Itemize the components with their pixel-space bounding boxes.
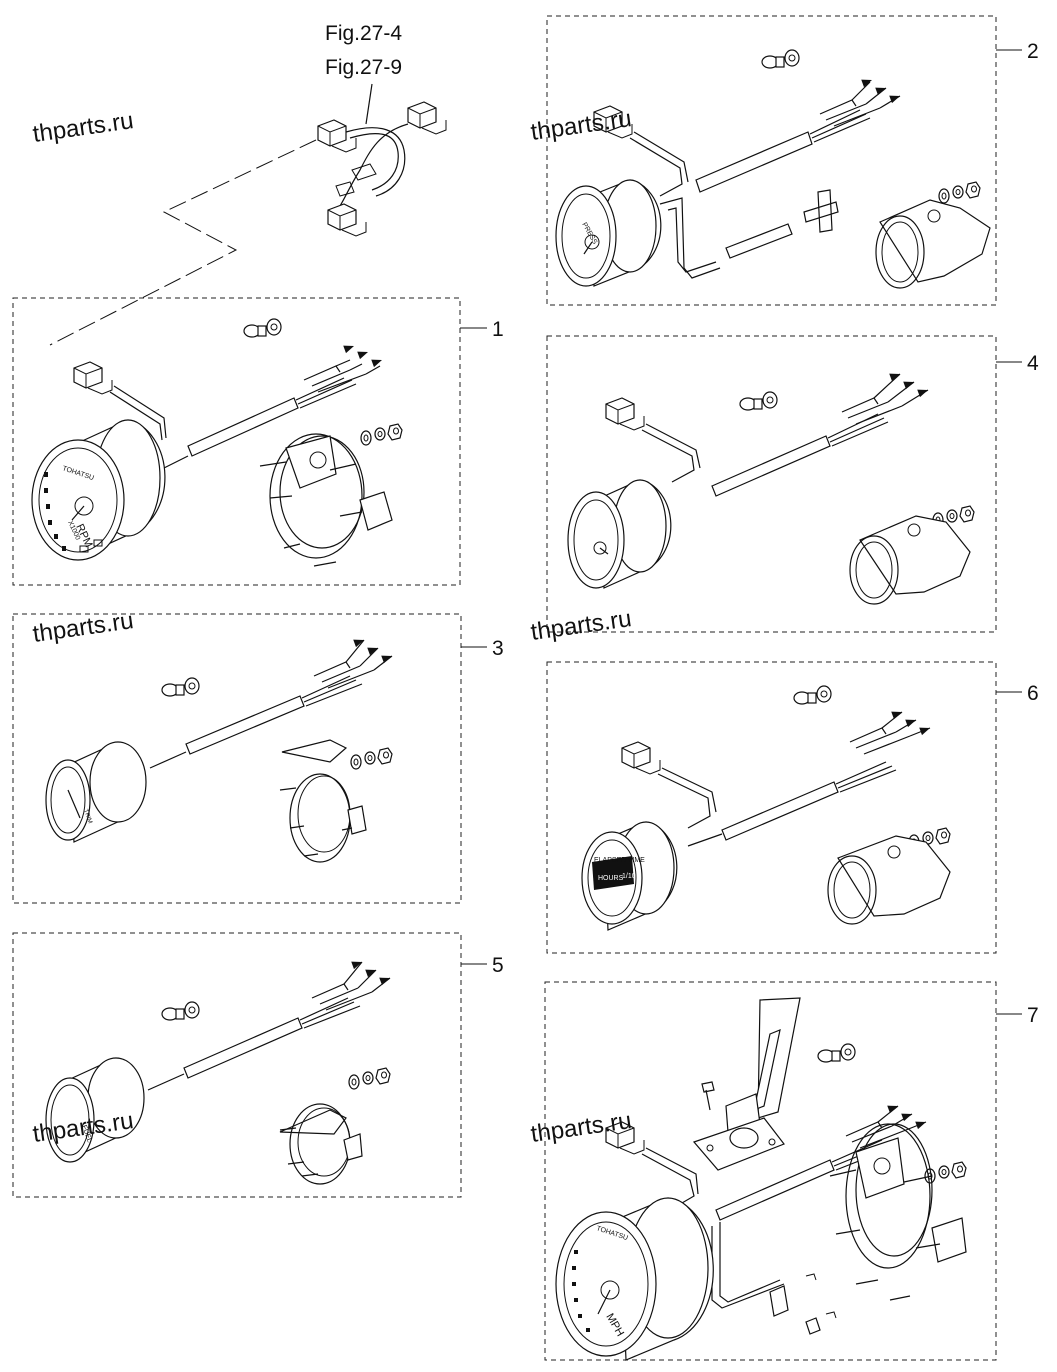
gauge-label: 1/10: [622, 873, 636, 880]
callout-number: 2: [1027, 40, 1039, 63]
pressure-gauge-assembly: PRESS: [555, 49, 991, 289]
group-box-1: [12, 297, 461, 586]
tachometer-assembly: TOHATSU RPM X1000: [31, 318, 403, 567]
gauge-label: HOURS: [598, 875, 624, 882]
group-box-3: [12, 613, 462, 904]
reference-label: Fig.27-9: [325, 56, 402, 79]
watermarks: thparts.ru thparts.ru thparts.ru thparts…: [31, 105, 633, 1148]
group-box-6: [546, 661, 997, 954]
group-box-5: [12, 932, 462, 1198]
fuel-gauge-assembly: FUEL: [45, 958, 392, 1185]
watermark-text: thparts.ru: [529, 605, 633, 646]
callout-number: 7: [1027, 1004, 1039, 1027]
callout-number: 6: [1027, 682, 1039, 705]
callout-number: 5: [492, 954, 504, 977]
callout-number: 4: [1027, 352, 1039, 375]
speedometer-assembly: TOHATSU MPH: [555, 997, 967, 1361]
hour-meter-assembly: ELAPSED TIME HOURS 1/10: [581, 685, 951, 931]
group-box-7: [544, 981, 997, 1361]
reference-label: Fig.27-4: [325, 22, 402, 45]
callout-number: 3: [492, 637, 504, 660]
group-box-4: [546, 335, 997, 633]
gauge-label: TRIM: [82, 809, 93, 825]
watermark-text: thparts.ru: [31, 107, 135, 148]
watermark-text: thparts.ru: [31, 607, 135, 648]
watermark-text: thparts.ru: [529, 105, 633, 146]
gauge-assembly-4: [567, 370, 975, 605]
wire-harness: [49, 83, 447, 346]
callout-number: 1: [492, 318, 504, 341]
callouts: 1 2 3 4 5 6 7: [460, 40, 1039, 1027]
trim-gauge-assembly: TRIM: [45, 636, 394, 863]
gauge-label: ELAPSED TIME: [594, 857, 645, 864]
